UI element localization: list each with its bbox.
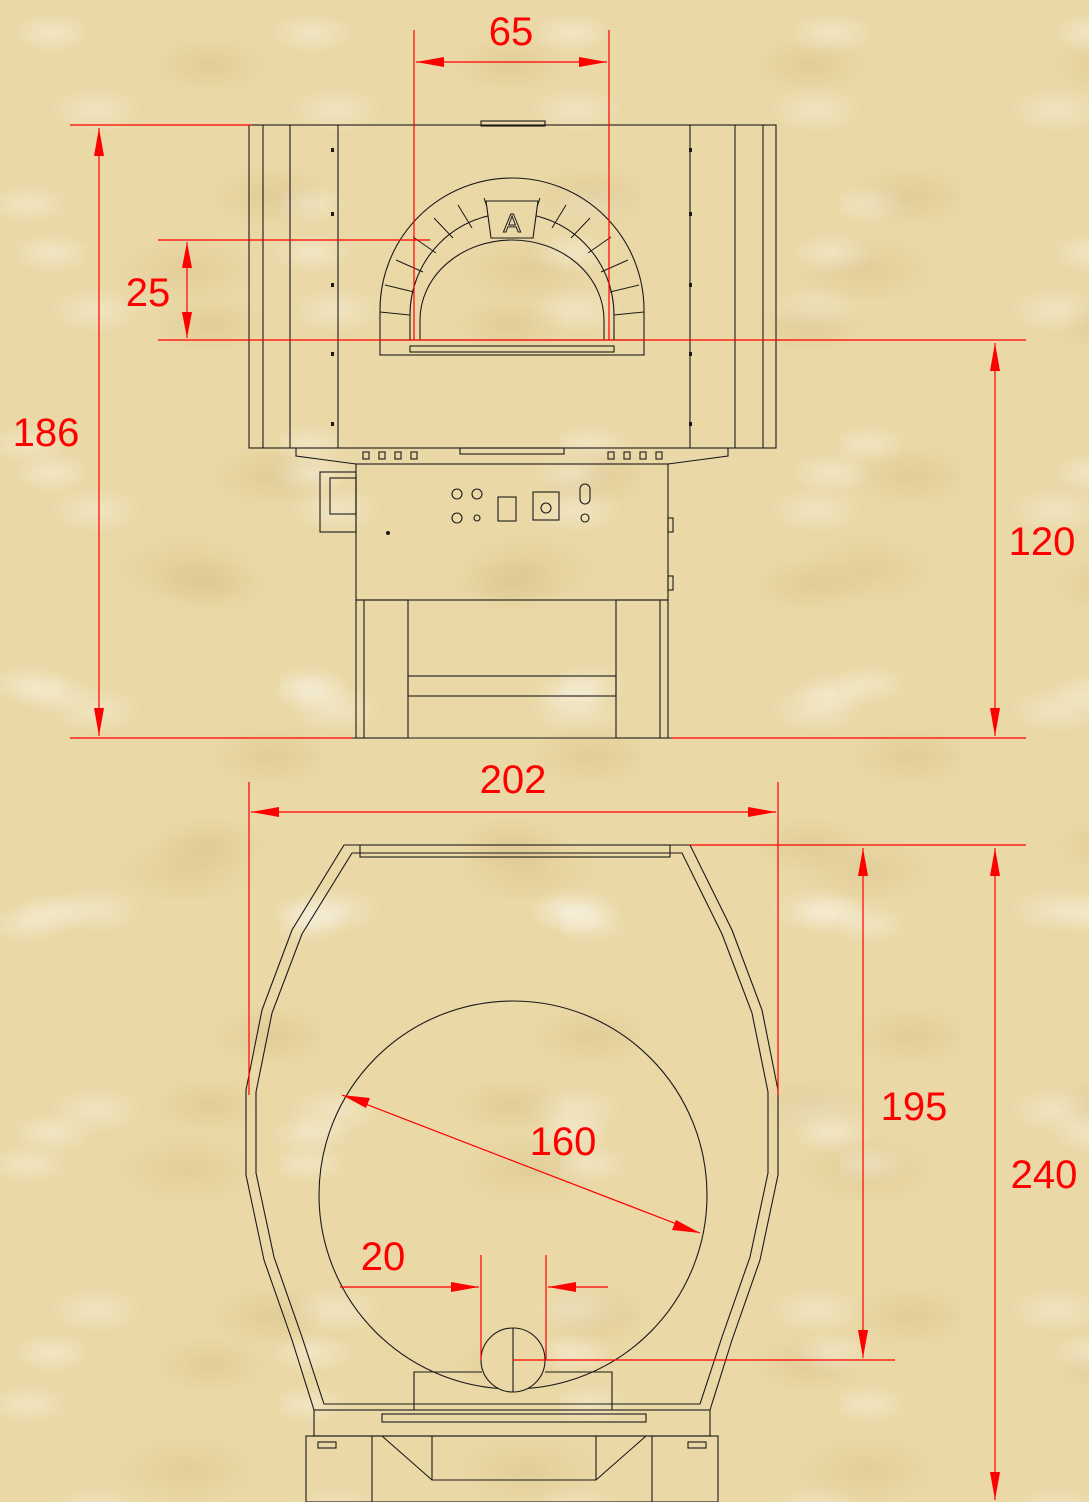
dim-label-dome-height: 25 <box>126 271 171 315</box>
dimension-lines <box>70 30 1026 1500</box>
dim-label-opening-width: 65 <box>489 10 534 54</box>
dim-label-flue-diameter: 20 <box>361 1235 406 1279</box>
oven-door-arch: A <box>379 177 645 356</box>
shell-outline <box>245 844 779 1411</box>
dim-label-total-height: 186 <box>13 411 80 455</box>
keystone <box>485 200 539 239</box>
door-emblem: A <box>503 208 521 238</box>
front-view: A <box>248 120 777 739</box>
dim-label-inner-depth: 195 <box>881 1085 948 1129</box>
stand-legs <box>350 599 674 739</box>
dim-label-total-depth: 240 <box>1011 1153 1078 1197</box>
control-panel <box>355 463 669 601</box>
dim-label-floor-diameter: 160 <box>530 1120 597 1164</box>
dimension-labels: 65 25 186 120 202 195 240 160 20 <box>13 10 1078 1279</box>
oven-body <box>248 124 777 449</box>
dim-label-total-width: 202 <box>480 758 547 802</box>
dim-label-floor-height: 120 <box>1009 520 1076 564</box>
top-view <box>245 844 779 1502</box>
